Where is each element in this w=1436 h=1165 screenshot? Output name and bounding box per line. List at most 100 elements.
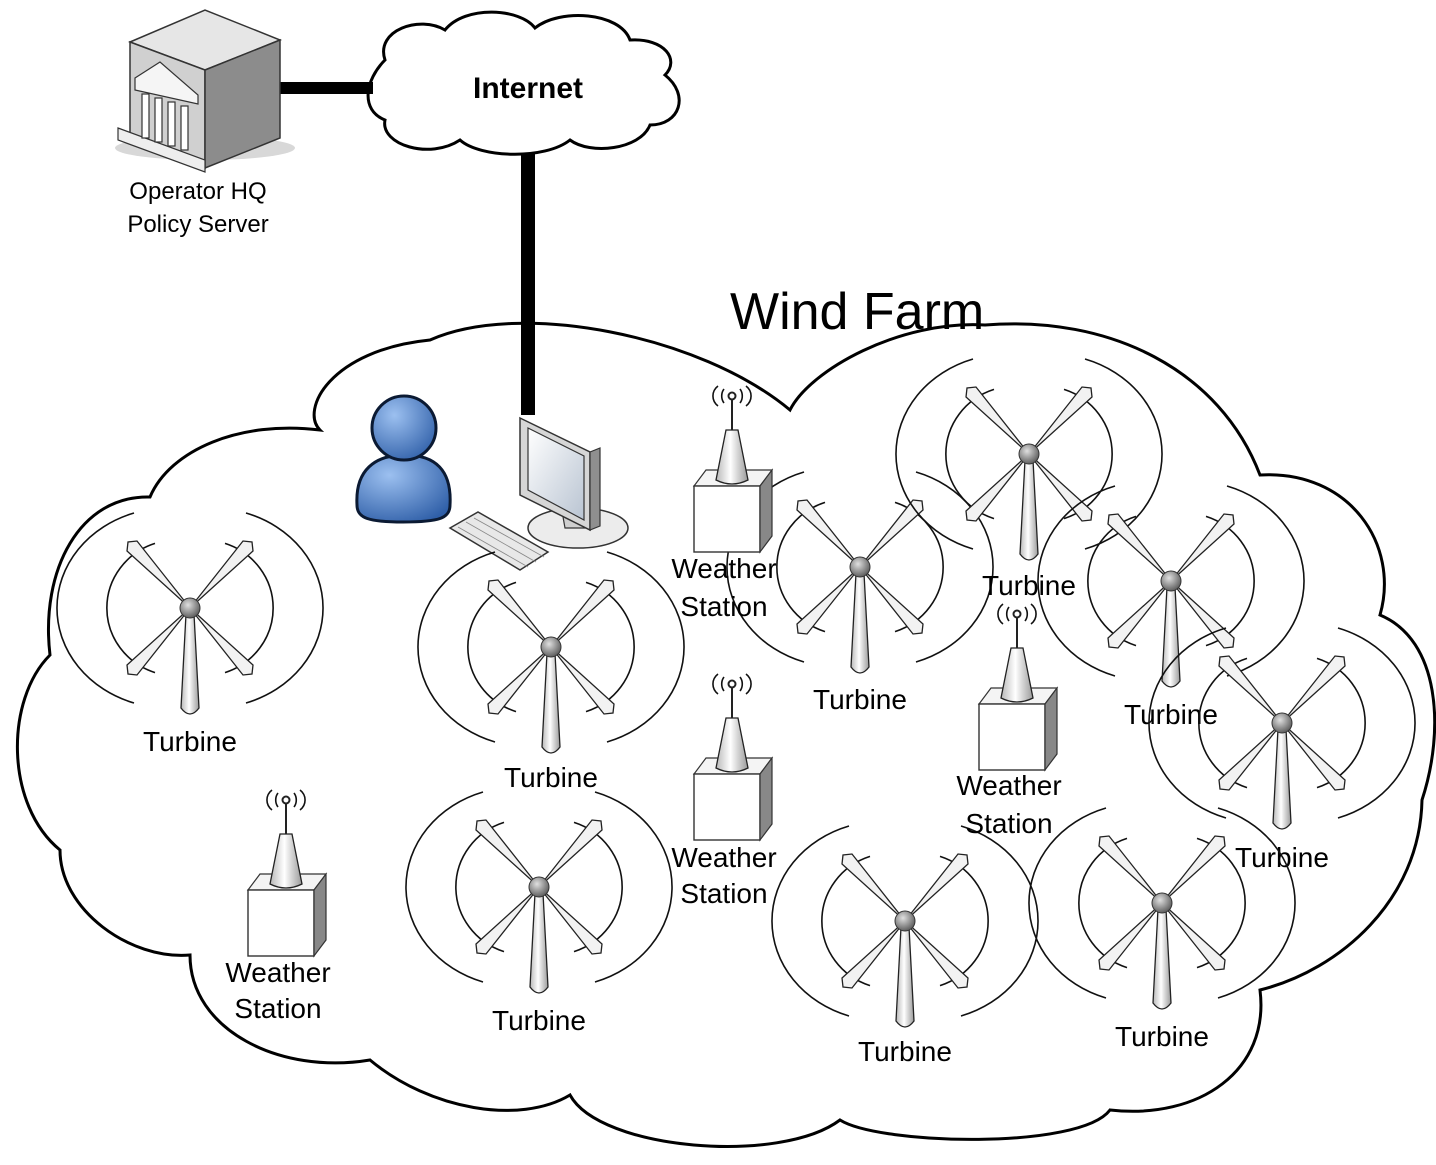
- turbine-blade: [487, 579, 552, 648]
- station-box: [978, 703, 1046, 771]
- turbine-tower: [541, 652, 561, 754]
- turbine-blade: [1218, 655, 1283, 724]
- turbine: Turbine: [1148, 627, 1416, 873]
- turbine: Turbine: [417, 551, 685, 793]
- turbine-blade: [965, 386, 1030, 455]
- turbine-tower: [850, 572, 870, 674]
- turbine-tower: [180, 613, 200, 715]
- turbine-blade: [1098, 902, 1163, 971]
- hq-label-line2: Policy Server: [127, 211, 268, 238]
- antenna-tower: [715, 429, 749, 485]
- turbine-blade: [1098, 835, 1163, 904]
- turbine-label: Turbine: [1115, 1021, 1209, 1052]
- wind-farm-title: Wind Farm: [730, 283, 984, 341]
- turbine-blade: [1161, 902, 1226, 971]
- signal-arc: [594, 791, 673, 983]
- antenna-wave: [739, 388, 744, 404]
- signal-arc: [960, 825, 1039, 1017]
- antenna-wave: [1024, 606, 1029, 622]
- antenna-wave: [712, 673, 719, 695]
- antenna-wave: [739, 676, 744, 692]
- turbine-label: Turbine: [504, 762, 598, 793]
- turbine-label: Turbine: [143, 726, 237, 757]
- turbine-label: Turbine: [1124, 699, 1218, 730]
- turbine-tower: [1152, 908, 1172, 1010]
- turbine-blade: [965, 453, 1030, 522]
- turbine-label: Turbine: [492, 1005, 586, 1036]
- turbine-hub: [1151, 892, 1173, 914]
- turbine-hub: [540, 636, 562, 658]
- turbine: Turbine: [405, 791, 673, 1036]
- turbine-blade: [796, 499, 861, 568]
- hq-label-line1: Operator HQ: [129, 178, 266, 205]
- turbine-hub: [179, 597, 201, 619]
- signal-arc: [56, 512, 135, 704]
- turbine-tower: [1272, 728, 1292, 830]
- turbine-blade: [475, 819, 540, 888]
- turbine: Turbine: [895, 358, 1163, 601]
- turbine-label: Turbine: [858, 1036, 952, 1067]
- signal-arc: [915, 471, 994, 663]
- turbine-label: Turbine: [813, 684, 907, 715]
- signal-arc: [405, 791, 484, 983]
- turbine-hub: [528, 876, 550, 898]
- antenna-tower: [1000, 647, 1034, 703]
- turbine-blade: [1028, 386, 1093, 455]
- antenna-wave: [266, 789, 273, 811]
- turbine-hub: [1271, 712, 1293, 734]
- signal-arc: [1217, 807, 1296, 999]
- station-box-side: [313, 872, 327, 958]
- antenna-tower: [269, 833, 303, 889]
- antenna-tower: [715, 717, 749, 773]
- turbine-blade: [859, 566, 924, 635]
- antenna-tip: [727, 391, 737, 401]
- antenna-tip: [281, 795, 291, 805]
- turbine-blade: [1107, 513, 1172, 582]
- antenna-wave: [745, 385, 752, 407]
- antenna-tip: [727, 679, 737, 689]
- turbine-blade: [126, 607, 191, 676]
- weather-station-label-line1: Weather: [671, 553, 776, 584]
- server-building-icon: [115, 9, 295, 173]
- station-box-side: [759, 756, 773, 842]
- turbine-blade: [487, 646, 552, 715]
- antenna-wave: [720, 676, 725, 692]
- turbine-blade: [189, 607, 254, 676]
- signal-arc: [1037, 485, 1116, 677]
- turbine-blade: [841, 920, 906, 989]
- station-box: [693, 773, 761, 841]
- antenna-tip: [1012, 609, 1022, 619]
- turbine-blade: [859, 499, 924, 568]
- weather-station-label-line1: Weather: [671, 842, 776, 873]
- turbine-blade: [189, 540, 254, 609]
- turbine-blade: [904, 853, 969, 922]
- turbine-tower: [895, 926, 915, 1028]
- signal-arc: [771, 825, 850, 1017]
- internet-label: Internet: [473, 72, 583, 105]
- turbine-tower: [529, 892, 549, 994]
- station-box: [693, 485, 761, 553]
- station-box-side: [1044, 686, 1058, 772]
- turbine-blade: [796, 566, 861, 635]
- antenna-wave: [720, 388, 725, 404]
- weather-station-label-line1: Weather: [225, 957, 330, 988]
- turbine-tower: [1161, 586, 1181, 688]
- station-box: [247, 889, 315, 957]
- antenna-wave: [1030, 603, 1037, 625]
- turbine-blade: [475, 886, 540, 955]
- wind-farm-nodes: TurbineTurbineTurbineTurbineTurbineTurbi…: [56, 358, 1416, 1067]
- turbine-blade: [1170, 513, 1235, 582]
- turbine-blade: [1107, 580, 1172, 649]
- signal-arc: [1337, 627, 1416, 819]
- signal-arc: [417, 551, 496, 743]
- turbine-blade: [126, 540, 191, 609]
- antenna-wave: [712, 385, 719, 407]
- turbine-tower: [1019, 459, 1039, 561]
- internet-cloud: [366, 10, 681, 156]
- turbine-blade: [1281, 722, 1346, 791]
- turbine-blade: [1161, 835, 1226, 904]
- turbine-hub: [849, 556, 871, 578]
- turbine-hub: [1160, 570, 1182, 592]
- turbine-blade: [841, 853, 906, 922]
